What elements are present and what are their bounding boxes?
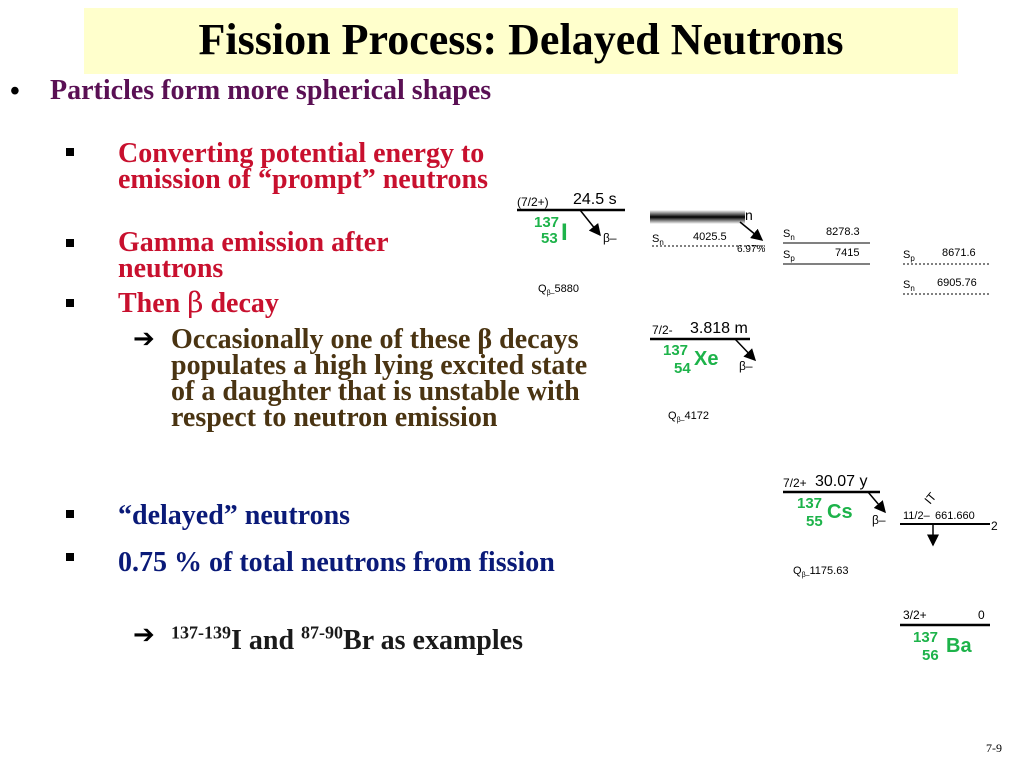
cs-sp: Sp: [903, 249, 915, 263]
xe137-symbol: Xe: [694, 348, 718, 370]
neutron-label: n: [745, 207, 753, 223]
ba137-mass: 137: [913, 629, 938, 646]
i137-qbeta: Qβ–5880: [538, 283, 579, 297]
page-number: 7-9: [986, 741, 1002, 755]
beta-symbol: β: [187, 286, 204, 319]
ba137-symbol: Ba: [946, 635, 972, 657]
xe137-beta-arrow: [734, 338, 757, 362]
nuclide-cs137: 7/2+ 30.07 y 137 55 Cs β– Qβ–1175.63: [783, 473, 886, 579]
cs137-symbol: Cs: [827, 501, 853, 523]
xe137-mass: 137: [663, 342, 688, 359]
title-background: [84, 8, 958, 74]
cs137-halflife: 30.07 y: [815, 473, 867, 490]
i137-beta-arrow: [579, 209, 601, 237]
bromine-mass-range: 87-90: [301, 622, 344, 643]
bullet-percent-neutrons: 0.75 % of total neutrons from fission: [118, 547, 555, 578]
nuclide-i137: (7/2+) 24.5 s 137 53 I β– Qβ–5880: [517, 191, 625, 297]
bullet-beta-decay: Then β decay: [118, 288, 518, 319]
it-energy: 661.660: [935, 510, 975, 522]
bullet-prompt-neutrons: Converting potential energy to emission …: [118, 138, 489, 195]
neutron-sn-value: 4025.5: [693, 231, 727, 243]
arrow-right-icon: ➔: [133, 324, 155, 354]
bullet-square: [66, 299, 74, 307]
cs137-qbeta: Qβ–1175.63: [793, 565, 848, 579]
neutron-percent: 6.97%: [737, 244, 765, 255]
cs137-z: 55: [806, 513, 823, 530]
arrow-right-icon: ➔: [133, 620, 155, 650]
xe137-decay: β–: [739, 359, 753, 373]
xe137-qbeta: Qβ–4172: [668, 410, 709, 424]
examples-post: Br as examples: [343, 625, 523, 656]
i137-mass: 137: [534, 214, 559, 231]
ba137-spin: 3/2+: [903, 608, 927, 622]
neutron-emission: n Sn 4025.5 6.97%: [650, 207, 765, 255]
neutron-arrow: [739, 221, 764, 241]
it-label: IT: [922, 489, 940, 507]
nuclide-xe137: 7/2- 3.818 m 137 54 Xe β– Qβ–4172: [650, 320, 757, 424]
bullet-delayed-neutrons: “delayed” neutrons: [118, 500, 351, 531]
neutron-sn: Sn: [652, 233, 664, 247]
xe-sn-value: 8278.3: [826, 226, 860, 238]
iodine-mass-range: 137-139: [171, 622, 231, 643]
xe137-z: 54: [674, 360, 691, 377]
examples-mid: I and: [231, 625, 302, 656]
cs-separation-energies: Sp 8671.6 Sn 6905.76: [903, 247, 990, 295]
isomeric-transition: IT 11/2– 661.660 2: [900, 489, 998, 547]
bullet-square: [66, 148, 74, 156]
bullet-occasionally: Occasionally one of these β decays popul…: [171, 324, 588, 433]
bullet-gamma-emission: Gamma emission after neutrons: [118, 227, 389, 284]
cs137-spin: 7/2+: [783, 476, 807, 490]
cs137-decay: β–: [872, 513, 886, 527]
ba137-z: 56: [922, 647, 939, 664]
bullet-square: [66, 510, 74, 518]
it-extra: 2: [991, 519, 998, 533]
i137-z: 53: [541, 230, 558, 247]
bullet-dot: •: [10, 76, 20, 107]
beta-decay-post: decay: [203, 288, 279, 319]
cs137-beta-arrow: [867, 491, 886, 514]
xe-sp-value: 7415: [835, 247, 859, 259]
cs-sp-value: 8671.6: [942, 247, 976, 259]
cs137-mass: 137: [797, 495, 822, 512]
i137-symbol: I: [561, 219, 568, 246]
cs-sn-value: 6905.76: [937, 277, 977, 289]
nuclide-ba137: 3/2+ 0 137 56 Ba: [900, 608, 990, 664]
xe-separation-energies: Sn 8278.3 Sp 7415: [783, 226, 870, 265]
i137-halflife: 24.5 s: [573, 191, 617, 208]
xe-sp: Sp: [783, 249, 795, 263]
neutron-band: [650, 210, 745, 224]
bullet-examples: 137-139I and 87-90Br as examples: [171, 623, 531, 659]
xe-sn: Sn: [783, 228, 795, 242]
xe137-spin: 7/2-: [652, 323, 673, 337]
cs-sn: Sn: [903, 279, 915, 293]
bullet-square: [66, 553, 74, 561]
beta-decay-pre: Then: [118, 288, 188, 319]
i137-spin: (7/2+): [517, 195, 549, 209]
bullet-square: [66, 239, 74, 247]
ba137-energy: 0: [978, 608, 985, 622]
i137-decay: β–: [603, 231, 617, 245]
xe137-halflife: 3.818 m: [690, 320, 748, 337]
bullet-level1-text: Particles form more spherical shapes: [50, 75, 492, 106]
it-spin: 11/2–: [903, 510, 931, 522]
slide-title: Fission Process: Delayed Neutrons: [198, 15, 844, 64]
